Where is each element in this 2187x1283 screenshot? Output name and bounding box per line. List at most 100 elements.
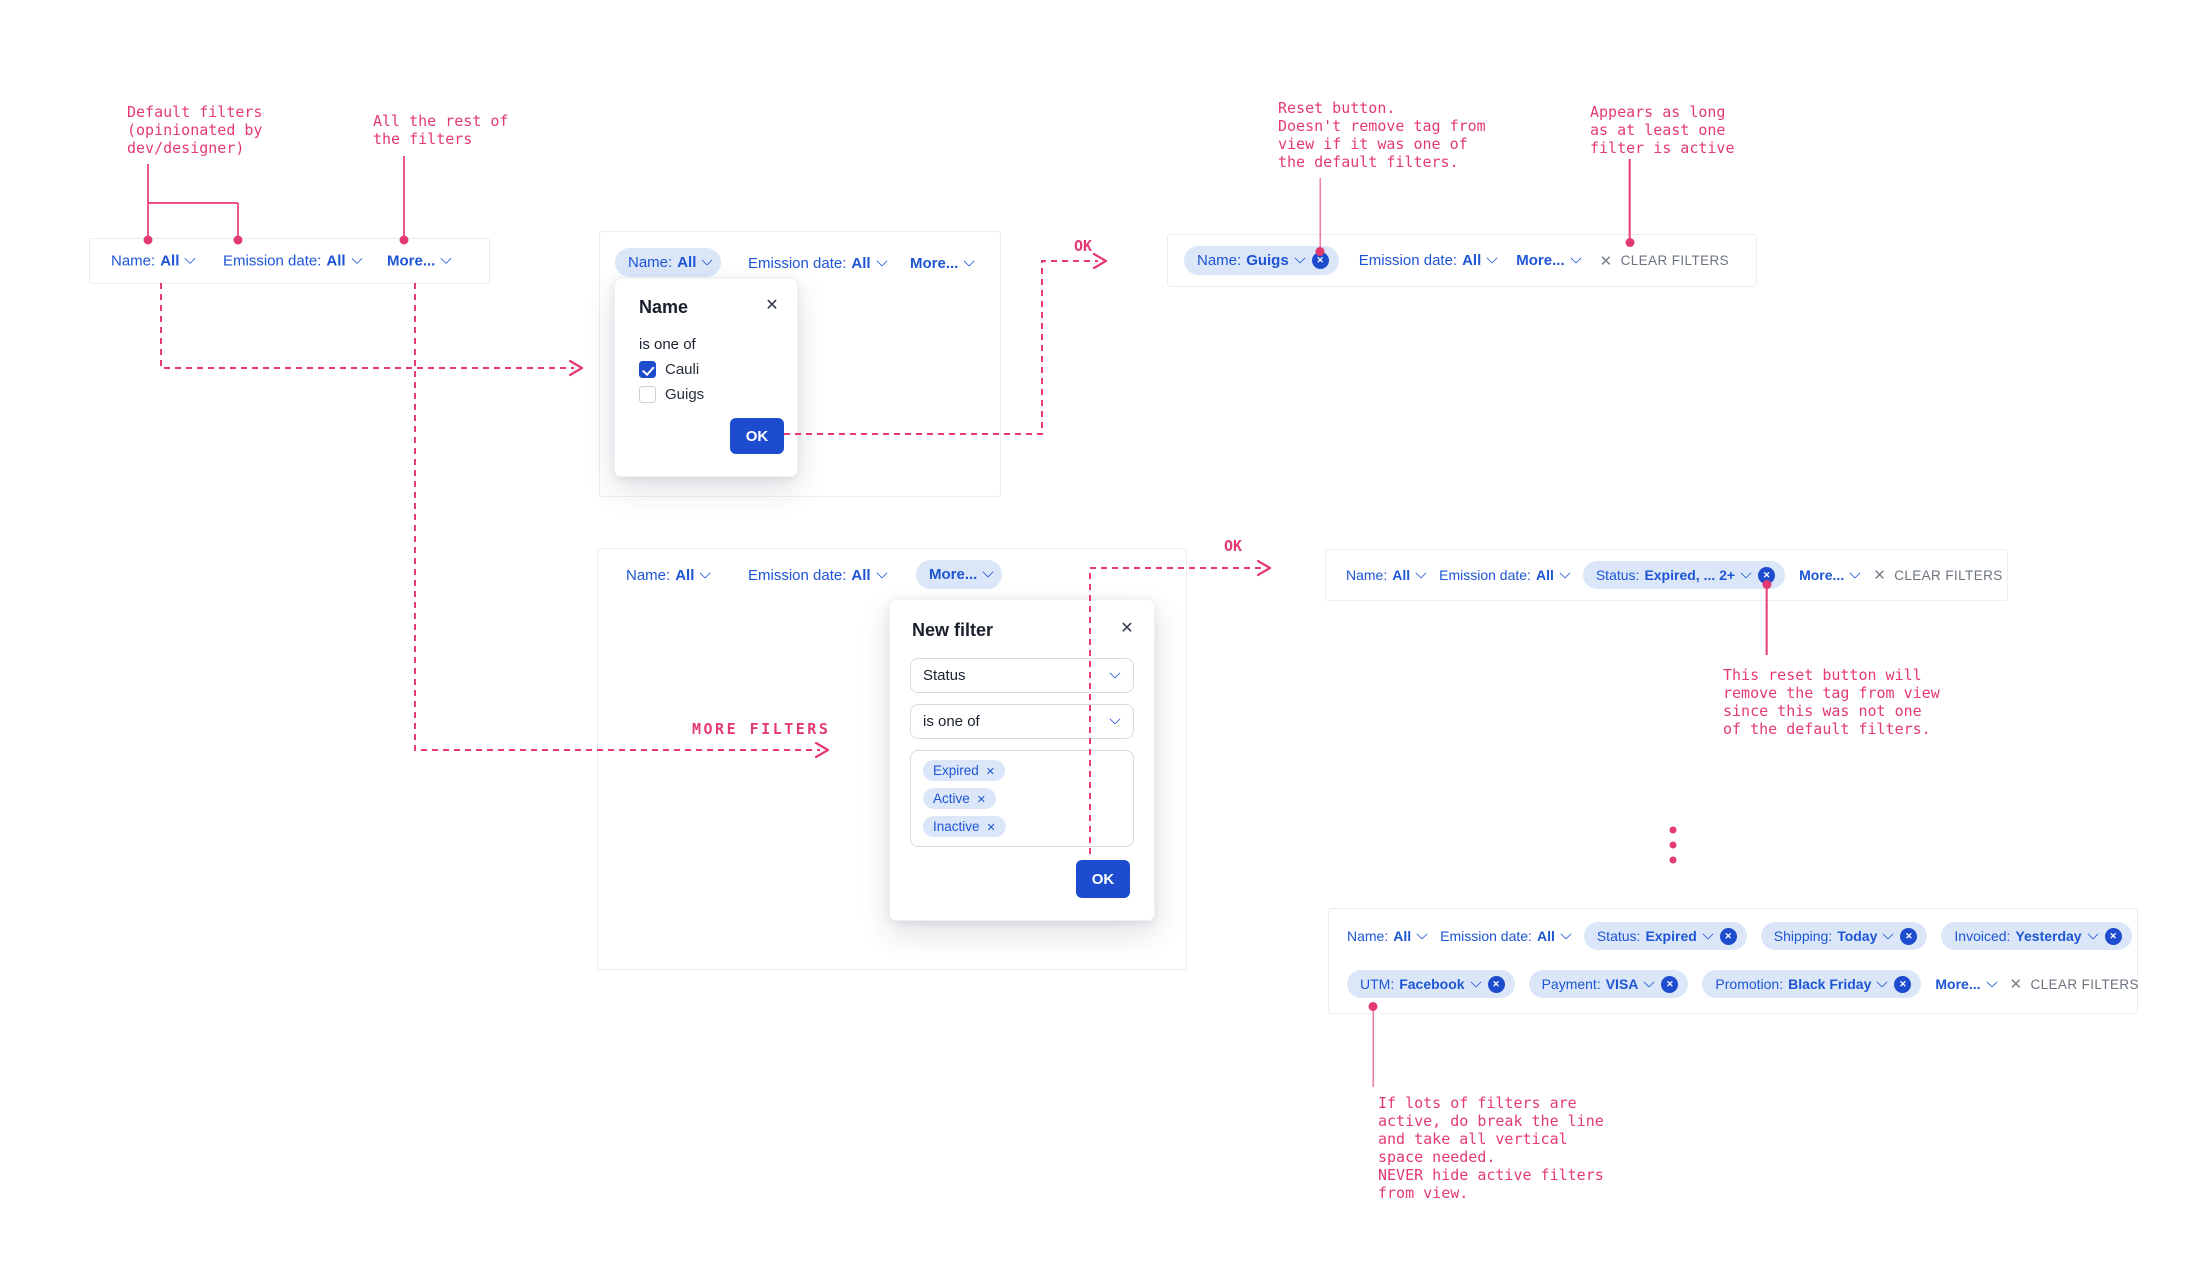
filter-label: UTM: [1360, 976, 1395, 992]
annotation-pin [1368, 1002, 1378, 1011]
modal-title: New filter [912, 620, 994, 640]
chevron-down-icon [699, 567, 712, 579]
filter-bar-default: Name: All Emission date: All More... [89, 238, 490, 284]
operator-label: is one of [639, 336, 696, 353]
filter-invoiced-pill[interactable]: Invoiced: Yesterday [1941, 922, 2132, 950]
filter-label: Emission date: [1358, 252, 1458, 269]
filter-more-pill-active[interactable]: More... [916, 560, 1003, 589]
chevron-down-icon [1702, 927, 1714, 940]
clear-filters-label: CLEAR FILTERS [1894, 567, 2003, 583]
filter-payment-pill[interactable]: Payment: VISA [1528, 970, 1689, 998]
clear-filters-button[interactable]: CLEAR FILTERS [1600, 237, 1730, 270]
clear-filters-label: CLEAR FILTERS [2030, 976, 2139, 992]
filter-emission-dropdown[interactable]: Emission date: All [1358, 252, 1498, 269]
filter-value: All [1536, 928, 1555, 944]
option-label: Cauli [665, 361, 700, 378]
filter-name-pill[interactable]: Name: Guigs [1184, 246, 1339, 275]
name-filter-modal: Name is one of Cauli Guigs OK [614, 278, 798, 477]
note-default-filters: Default filters (opinionated by dev/desi… [127, 103, 263, 157]
filter-value: Today [1837, 928, 1878, 944]
filter-label: Emission date: [748, 567, 847, 584]
filter-label: Emission date: [1439, 567, 1531, 583]
annotation-pin [1625, 237, 1635, 247]
close-icon[interactable] [1118, 620, 1136, 638]
filter-label: More... [1799, 567, 1845, 583]
filter-label: Status: [1596, 928, 1641, 944]
filter-status-pill[interactable]: Status: Expired, ... 2+ [1582, 561, 1786, 589]
checkbox-unchecked-icon[interactable] [639, 386, 656, 403]
chevron-down-icon [1469, 975, 1482, 988]
clear-filters-label: CLEAR FILTERS [1620, 253, 1730, 268]
filter-name-dropdown[interactable]: Name: All [626, 567, 712, 584]
remove-filter-icon[interactable] [1894, 975, 1912, 993]
filter-value: Expired, ... 2+ [1644, 567, 1736, 583]
filter-emission-dropdown[interactable]: Emission date: All [748, 255, 888, 272]
chevron-down-icon [1882, 927, 1895, 940]
chevron-down-icon [1486, 252, 1498, 264]
filter-emission-dropdown[interactable]: Emission date: All [223, 252, 363, 270]
filter-value: All [1393, 928, 1412, 944]
remove-filter-icon[interactable] [1900, 927, 1918, 945]
remove-filter-icon[interactable] [1661, 975, 1679, 993]
filter-label: Name: [626, 567, 671, 584]
ok-button[interactable]: OK [730, 418, 784, 454]
filter-more-dropdown[interactable]: More... [387, 252, 453, 270]
filter-more-dropdown[interactable]: More... [1935, 975, 1998, 992]
close-icon[interactable] [763, 297, 781, 315]
modal-title: Name [639, 297, 689, 317]
checkbox-checked-icon[interactable] [639, 361, 656, 378]
filter-more-dropdown[interactable]: More... [1516, 252, 1582, 269]
filter-name-pill-active[interactable]: Name: All [615, 248, 722, 277]
filter-name-dropdown[interactable]: Name: All [1346, 566, 1427, 583]
remove-chip-icon[interactable] [977, 791, 986, 806]
chevron-down-icon [1109, 713, 1121, 725]
filter-label: Name: [1197, 252, 1242, 269]
remove-chip-icon[interactable] [986, 763, 995, 778]
chevron-down-icon [1415, 566, 1427, 579]
filter-name-dropdown[interactable]: Name: All [1347, 927, 1428, 944]
filter-utm-pill[interactable]: UTM: Facebook [1347, 970, 1515, 1011]
flow-label-more-filters: MORE FILTERS [692, 720, 831, 738]
remove-chip-icon[interactable] [987, 819, 996, 834]
remove-filter-icon[interactable] [1719, 927, 1737, 945]
chevron-down-icon [440, 252, 453, 265]
filter-label: Name: [111, 252, 156, 270]
filter-label: Invoiced: [1954, 928, 2011, 944]
option-label: Guigs [665, 386, 705, 403]
note-reset-button: Reset button. Doesn't remove tag from vi… [1278, 99, 1486, 171]
remove-filter-icon[interactable] [2104, 927, 2122, 945]
filter-label: Emission date: [223, 252, 322, 270]
filter-more-dropdown[interactable]: More... [1799, 566, 1861, 583]
clear-filters-button[interactable]: CLEAR FILTERS [1873, 566, 2002, 584]
filter-emission-dropdown[interactable]: Emission date: All [1439, 566, 1571, 583]
chevron-down-icon [1416, 927, 1428, 940]
chip-label: Active [933, 791, 970, 806]
filter-more-dropdown[interactable]: More... [910, 255, 976, 272]
option-row: Guigs [639, 386, 704, 403]
filter-value: All [1392, 567, 1411, 583]
chevron-down-icon [875, 255, 888, 267]
filter-status-pill[interactable]: Status: Expired [1583, 922, 1747, 950]
chevron-down-icon [184, 252, 197, 265]
filter-value: All [1462, 252, 1482, 269]
flow-label-ok-2: OK [1224, 537, 1243, 555]
annotation-pin [1762, 579, 1772, 589]
remove-filter-icon[interactable] [1758, 566, 1776, 589]
filter-emission-dropdown[interactable]: Emission date: All [1440, 927, 1572, 944]
clear-filters-button[interactable]: CLEAR FILTERS [2010, 975, 2139, 993]
remove-filter-icon[interactable] [1487, 975, 1505, 993]
chevron-down-icon [1569, 252, 1582, 264]
remove-filter-icon[interactable] [1311, 247, 1329, 269]
filter-emission-dropdown[interactable]: Emission date: All [748, 567, 888, 584]
filter-value-chip: Expired [923, 760, 1005, 781]
filter-promotion-pill[interactable]: Promotion: Black Friday [1702, 970, 1922, 998]
field-select[interactable]: Status [910, 658, 1134, 693]
filter-name-dropdown[interactable]: Name: All [111, 252, 197, 270]
filter-row-2: UTM: Facebook Payment: VISA Promotion: B… [1347, 970, 2139, 1011]
filter-label: Emission date: [748, 255, 847, 272]
operator-select[interactable]: is one of [910, 704, 1134, 739]
annotation-pin [1315, 247, 1325, 256]
filter-shipping-pill[interactable]: Shipping: Today [1760, 922, 1928, 950]
filter-value: All [677, 254, 697, 271]
ok-button[interactable]: OK [1076, 860, 1130, 898]
